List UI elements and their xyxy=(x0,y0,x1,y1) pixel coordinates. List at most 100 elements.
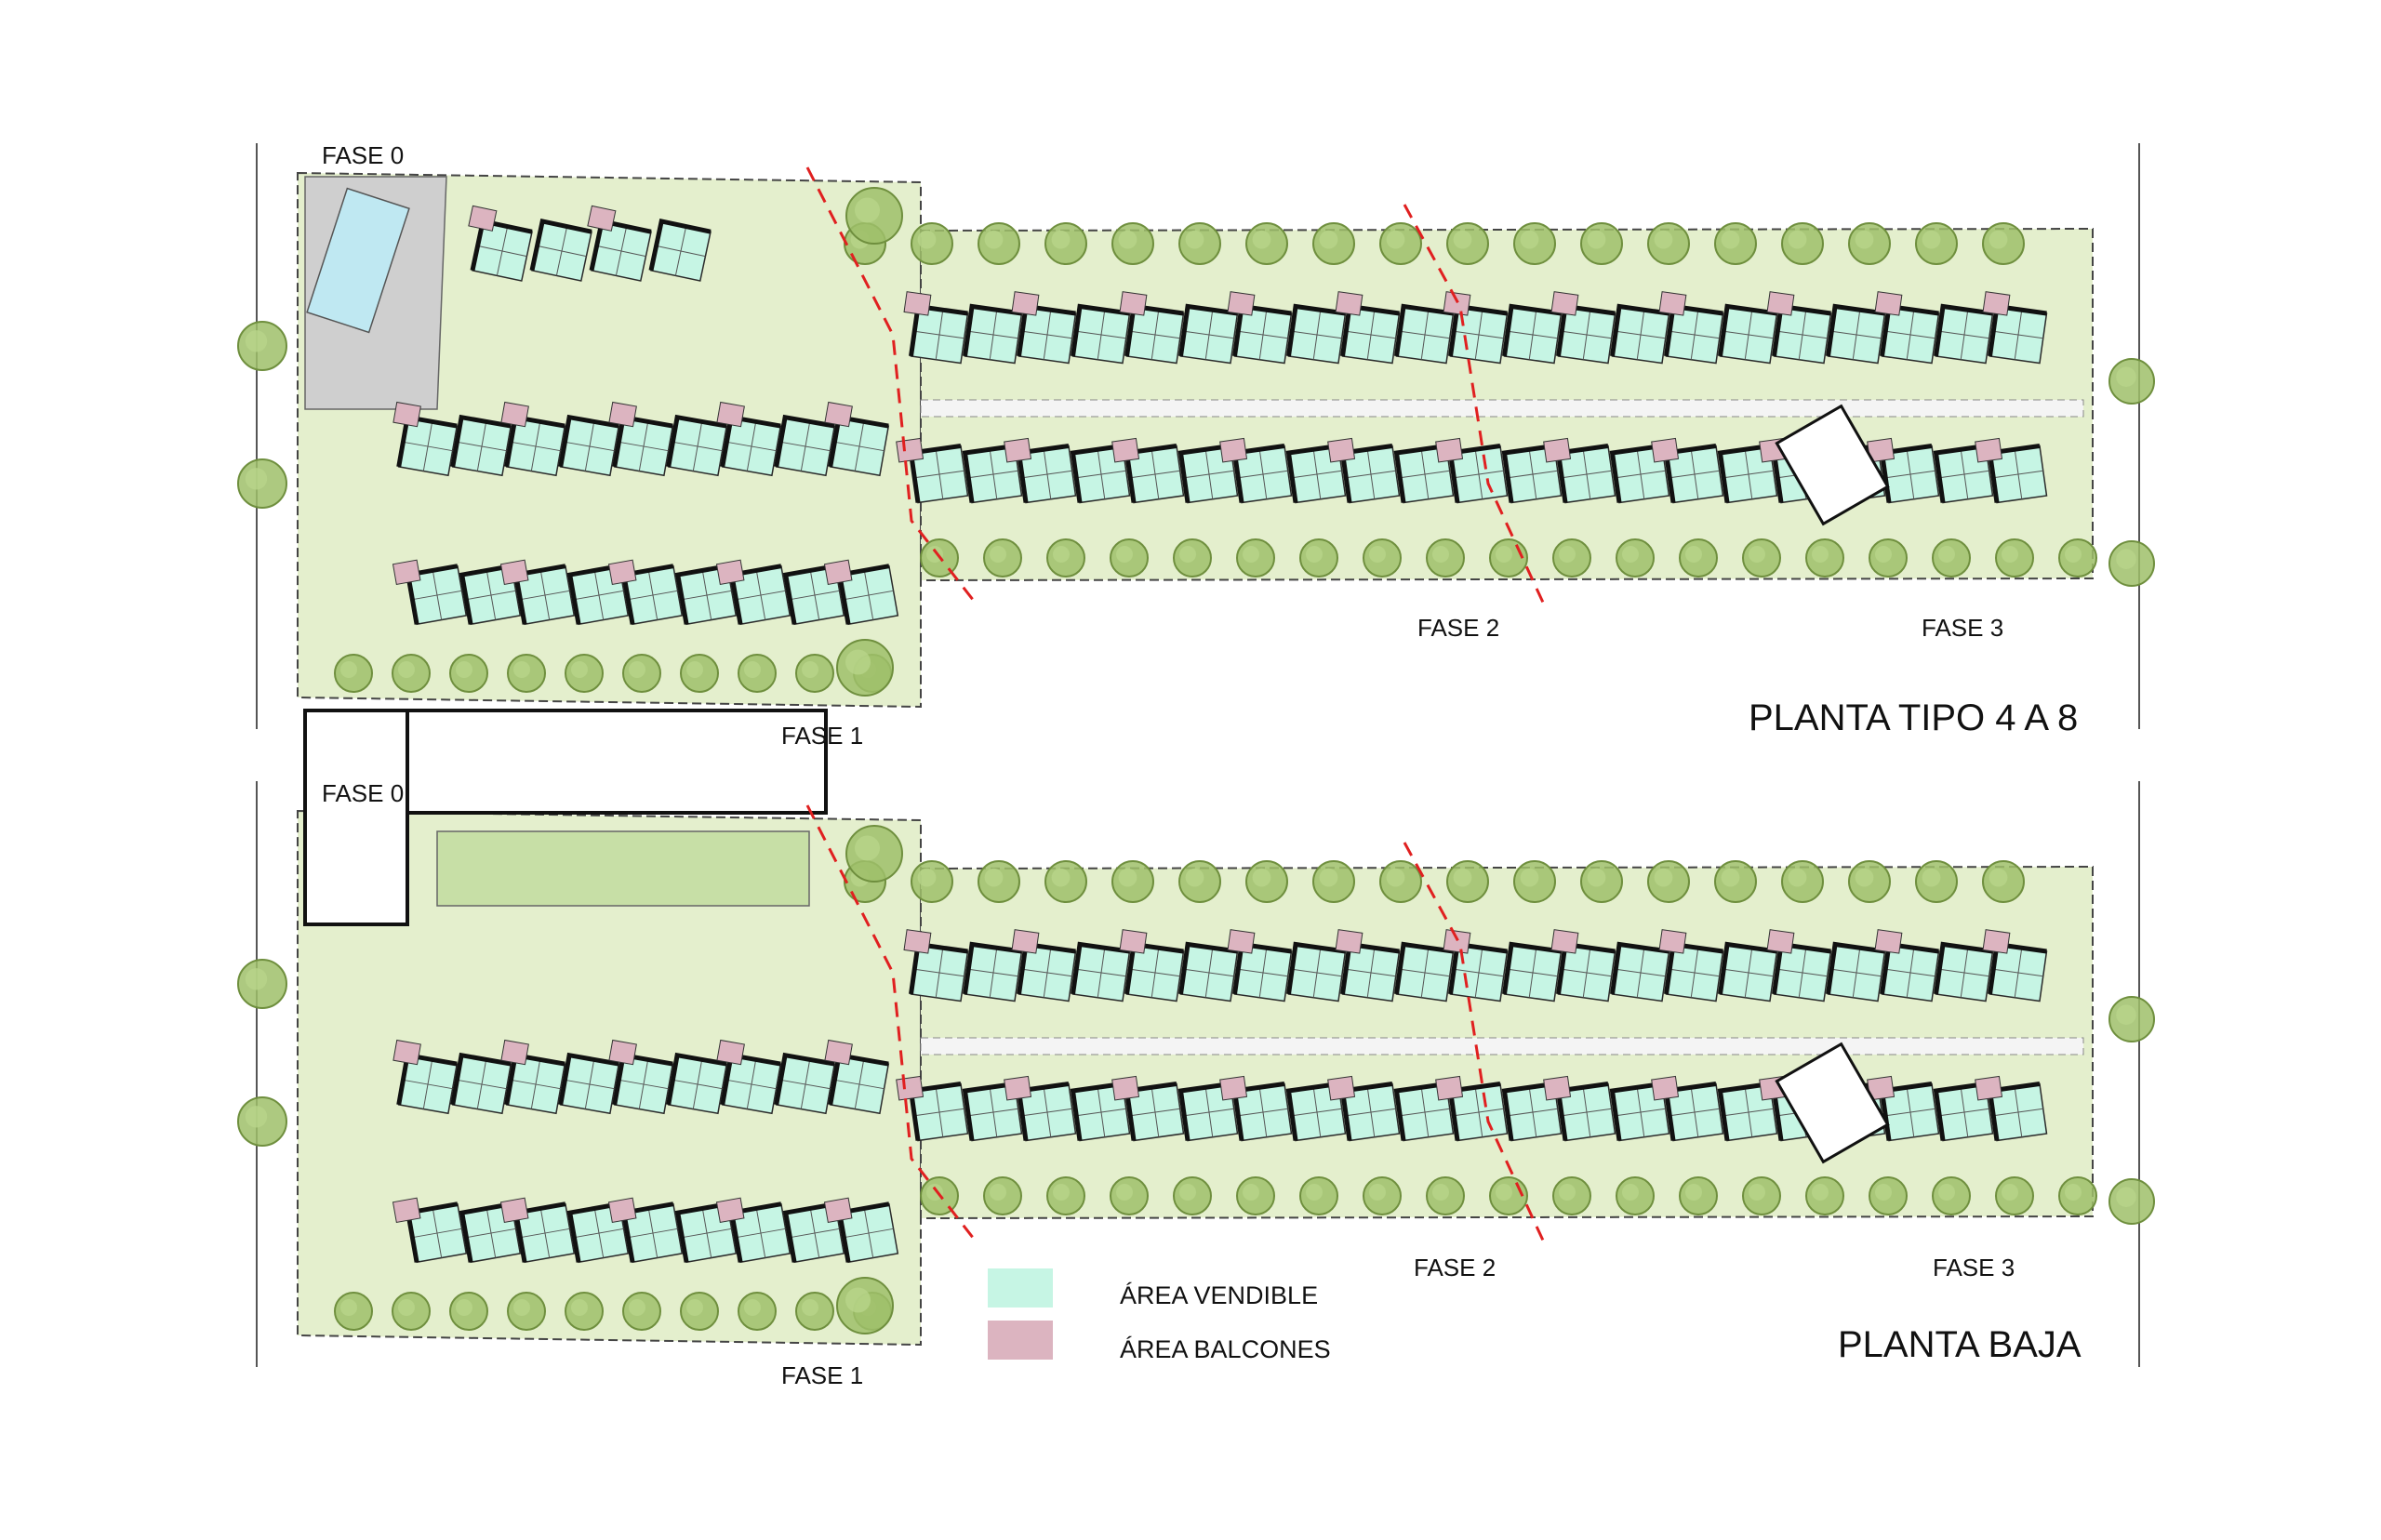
tree-icon xyxy=(984,868,1004,887)
apartment-unit-row xyxy=(823,1197,899,1264)
phase-label-fase-1-bottom: FASE 1 xyxy=(781,1361,864,1389)
unit-partition xyxy=(1798,948,1807,998)
apartment-unit-row xyxy=(1550,929,1616,1002)
tree-icon xyxy=(1116,546,1133,563)
unit-partition xyxy=(1582,310,1591,360)
balcony xyxy=(607,1197,637,1223)
unit-wall xyxy=(529,219,592,272)
balcony xyxy=(1874,929,1903,954)
tree-icon xyxy=(744,1299,761,1316)
apartment-unit-row xyxy=(774,414,836,477)
unit-wall xyxy=(1933,1082,1987,1141)
apartment-unit-row xyxy=(1766,291,1832,365)
apartment-unit-row xyxy=(903,929,969,1002)
unit-partition xyxy=(1744,310,1753,360)
unit-partition xyxy=(1906,1087,1915,1137)
tree-icon xyxy=(1051,868,1071,887)
balcony xyxy=(587,205,617,232)
unit-partition xyxy=(432,570,443,620)
tree-icon xyxy=(1559,1184,1576,1201)
unit-wall xyxy=(1071,303,1130,357)
balcony xyxy=(1443,291,1471,316)
unit-partition xyxy=(1582,1087,1591,1137)
balcony xyxy=(1119,929,1148,954)
balcony xyxy=(1011,291,1040,316)
unit-partition xyxy=(1798,310,1807,360)
apartment-unit-row xyxy=(715,559,791,626)
apartment-unit-row xyxy=(1227,929,1293,1002)
unit-partition xyxy=(1474,310,1483,360)
unit-partition xyxy=(555,226,568,276)
unit-wall xyxy=(1394,941,1454,995)
tree-icon xyxy=(1875,546,1892,563)
apartment-unit-row xyxy=(716,401,782,477)
tree-icon xyxy=(629,1299,645,1316)
unit-wall xyxy=(1609,444,1663,503)
balcony xyxy=(1111,1075,1140,1101)
apartment-unit-row xyxy=(1934,303,1994,365)
balcony xyxy=(1435,437,1464,463)
balcony xyxy=(1658,291,1687,316)
tree-icon xyxy=(1855,868,1874,887)
unit-partition xyxy=(1258,948,1268,998)
balcony xyxy=(1982,929,2011,954)
unit-partition xyxy=(1204,1087,1214,1137)
unit-wall xyxy=(1610,941,1669,995)
tree-icon xyxy=(1922,230,1941,249)
unit-wall xyxy=(558,1052,619,1106)
tree-icon xyxy=(629,661,645,678)
unit-wall xyxy=(566,1201,620,1263)
unit-partition xyxy=(1744,948,1753,998)
unit-wall xyxy=(962,1082,1016,1141)
unit-wall xyxy=(459,1201,512,1263)
unit-partition xyxy=(1960,310,1969,360)
tree-icon xyxy=(2002,546,2018,563)
tree-icon xyxy=(1749,1184,1765,1201)
tree-icon xyxy=(917,868,937,887)
apartment-unit-row xyxy=(1874,291,1940,365)
unit-wall xyxy=(666,1052,727,1106)
courtyard-garden xyxy=(436,830,810,907)
apartment-unit-row xyxy=(450,1052,512,1115)
unit-partition xyxy=(1474,449,1483,499)
apartment-unit-row xyxy=(558,1052,620,1115)
unit-partition xyxy=(539,570,551,620)
balcony xyxy=(1550,929,1579,954)
unit-partition xyxy=(935,1087,944,1137)
unit-partition xyxy=(1636,310,1645,360)
tree-icon xyxy=(802,1299,818,1316)
balcony xyxy=(896,437,924,463)
tree-icon xyxy=(1685,1184,1702,1201)
balcony xyxy=(1119,291,1148,316)
unit-partition xyxy=(1474,948,1483,998)
tree-icon xyxy=(1252,868,1271,887)
unit-partition xyxy=(1366,1087,1376,1137)
tree-icon xyxy=(1749,546,1765,563)
tree-icon xyxy=(990,1184,1006,1201)
tree-icon xyxy=(456,1299,472,1316)
apartment-unit-row xyxy=(1982,291,2048,365)
unit-partition xyxy=(1258,449,1268,499)
balcony xyxy=(392,1197,421,1223)
unit-partition xyxy=(989,449,998,499)
unit-partition xyxy=(476,1059,487,1109)
apartment-unit-row xyxy=(1327,437,1401,504)
apartment-unit-row xyxy=(1011,929,1077,1002)
apartment-unit-row xyxy=(1975,437,2048,504)
unit-partition xyxy=(1420,1087,1430,1137)
unit-partition xyxy=(1151,449,1160,499)
unit-partition xyxy=(809,570,820,620)
unit-wall xyxy=(1826,303,1885,357)
unit-wall xyxy=(774,1052,835,1106)
unit-wall xyxy=(450,414,512,468)
unit-partition xyxy=(647,1208,658,1258)
tree-icon xyxy=(990,546,1006,563)
balcony xyxy=(499,559,529,585)
balcony xyxy=(1227,929,1256,954)
tree-icon xyxy=(1788,868,1807,887)
apartment-unit-row xyxy=(450,414,512,477)
unit-partition xyxy=(1528,310,1537,360)
apartment-unit-row xyxy=(648,219,712,282)
unit-wall xyxy=(1070,1082,1124,1141)
balcony xyxy=(1443,929,1471,954)
